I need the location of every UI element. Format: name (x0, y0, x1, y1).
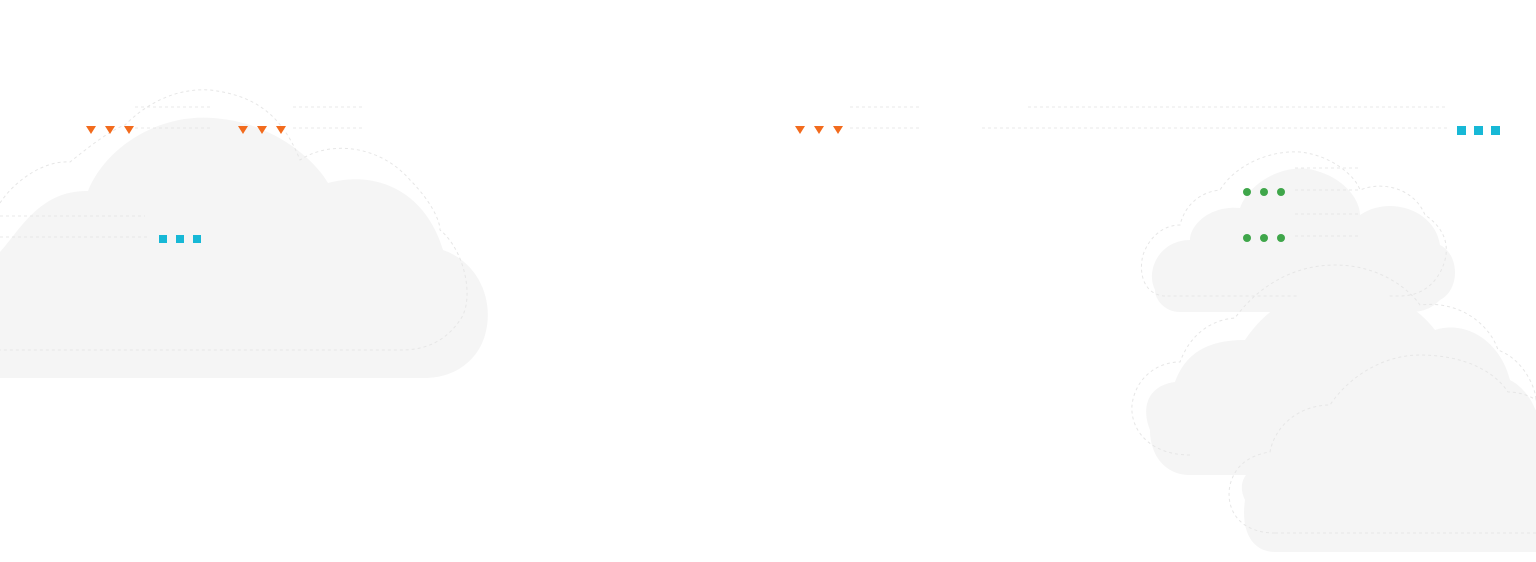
left-cloud-group (0, 89, 488, 378)
dot-marker-group (1243, 234, 1285, 242)
triangle-marker-icon (105, 126, 115, 134)
triangle-marker-icon (238, 126, 248, 134)
left-cloud-outline-icon (0, 89, 468, 351)
right-mid-cloud-outline-icon (1131, 264, 1536, 456)
right-small-cloud-outline-icon (1141, 151, 1447, 297)
dot-marker-icon (1260, 188, 1268, 196)
left-cloud-icon (0, 117, 488, 378)
right-bottom-cloud-outline-icon (1228, 354, 1536, 534)
square-marker-icon (1474, 126, 1483, 135)
dot-marker-icon (1277, 234, 1285, 242)
triangle-marker-icon (795, 126, 805, 134)
right-bottom-cloud-icon (1241, 378, 1536, 552)
dot-marker-icon (1277, 188, 1285, 196)
square-marker-group (159, 235, 201, 243)
triangle-marker-icon (257, 126, 267, 134)
triangle-marker-group (86, 126, 134, 134)
right-small-cloud-icon (1151, 168, 1455, 312)
dot-marker-icon (1243, 188, 1251, 196)
square-marker-icon (176, 235, 184, 243)
square-marker-icon (193, 235, 201, 243)
triangle-marker-icon (124, 126, 134, 134)
triangle-marker-icon (86, 126, 96, 134)
triangle-marker-group (795, 126, 843, 134)
square-marker-icon (1491, 126, 1500, 135)
square-marker-icon (1457, 126, 1466, 135)
triangle-marker-icon (833, 126, 843, 134)
right-cloud-cluster (1131, 151, 1536, 552)
triangle-marker-icon (814, 126, 824, 134)
square-marker-group (1457, 126, 1500, 135)
triangle-marker-icon (276, 126, 286, 134)
dot-marker-icon (1260, 234, 1268, 242)
connector-lines (0, 106, 1448, 238)
markers (86, 126, 1500, 243)
square-marker-icon (159, 235, 167, 243)
dot-marker-group (1243, 188, 1285, 196)
dot-marker-icon (1243, 234, 1251, 242)
triangle-marker-group (238, 126, 286, 134)
